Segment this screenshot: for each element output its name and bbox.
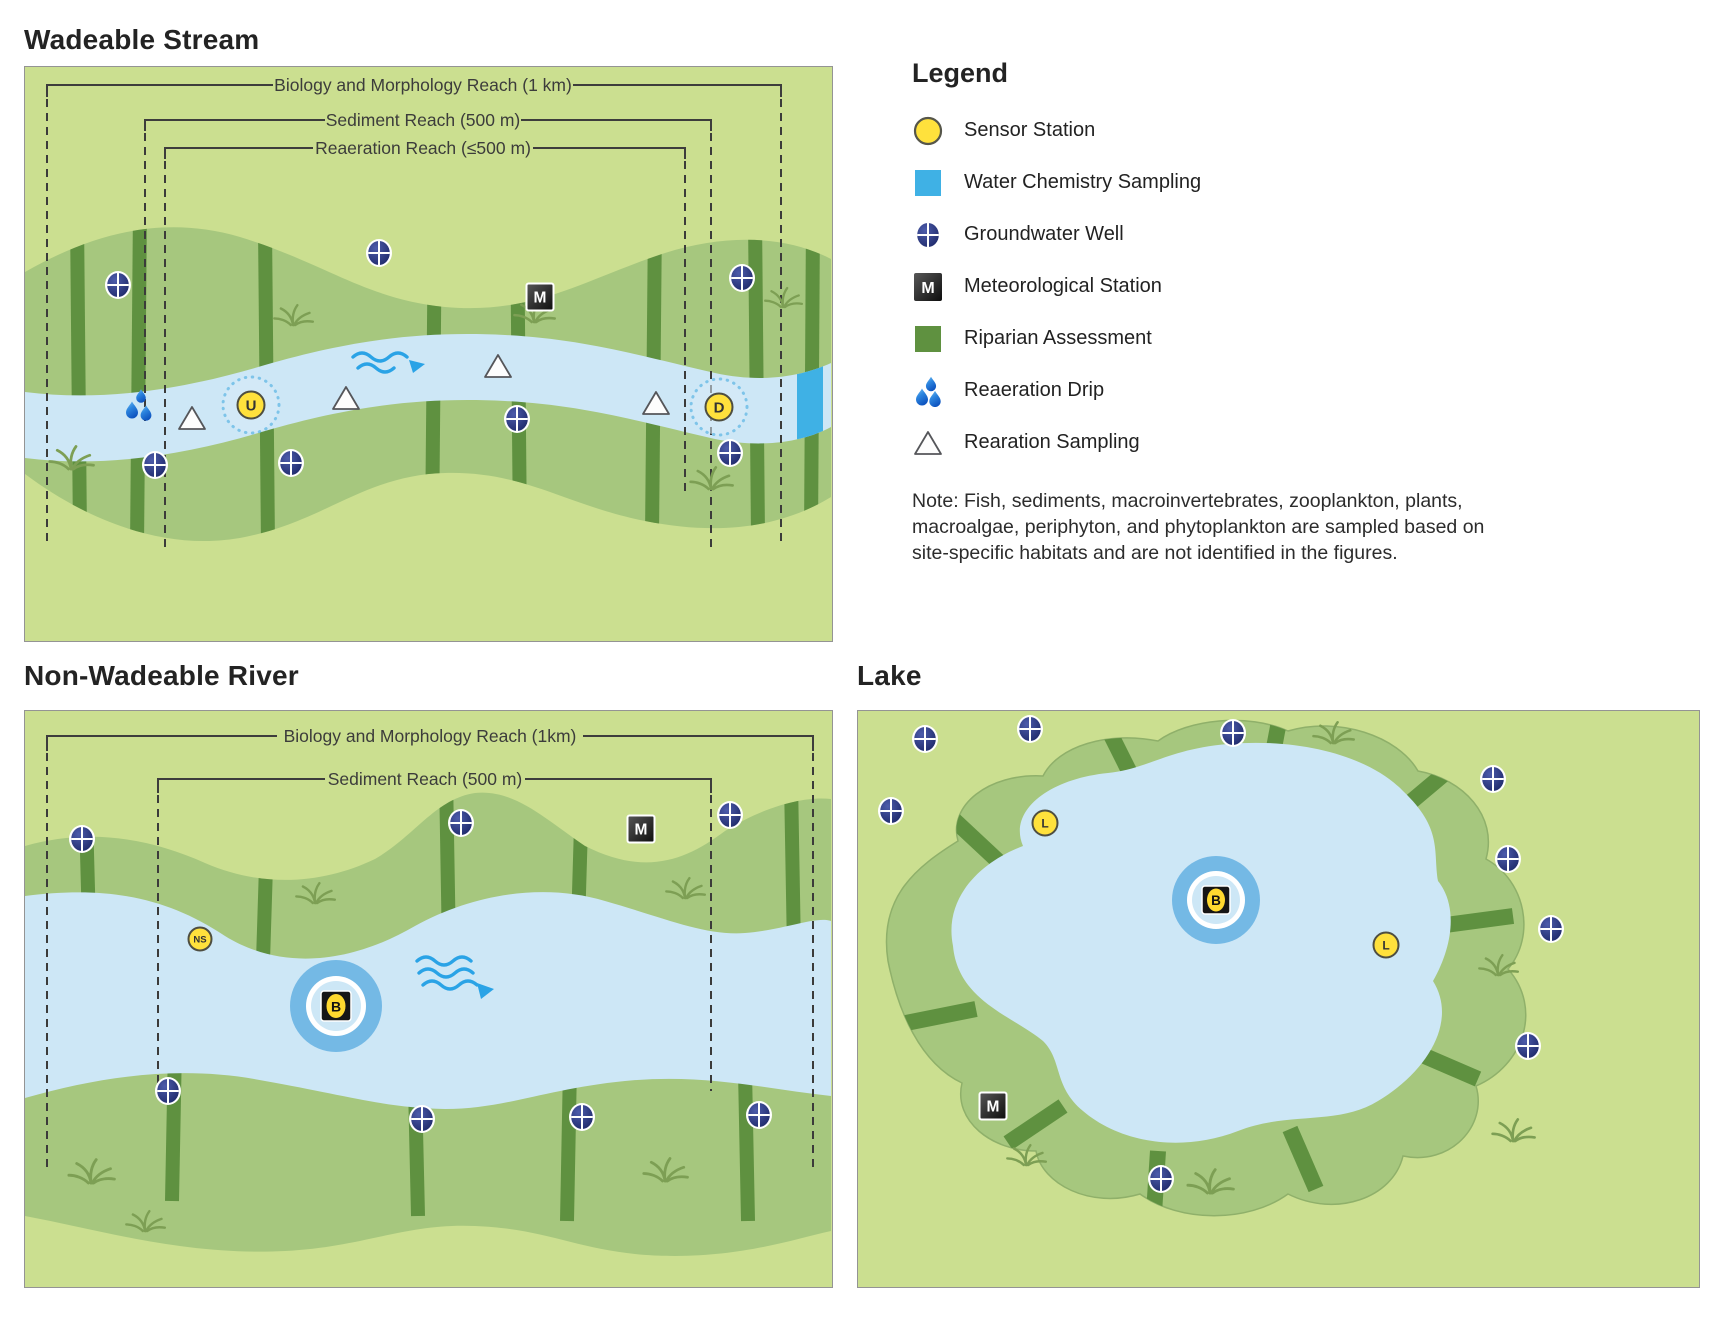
legend-item-water-chemistry: Water Chemistry Sampling (912, 167, 1512, 198)
groundwater-well-icon (728, 263, 756, 293)
met-station-icon: M (525, 282, 555, 312)
legend-item-label: Rearation Sampling (964, 431, 1140, 453)
svg-text:L: L (1041, 817, 1048, 831)
reach-label: Biology and Morphology Reach (1 km) (274, 75, 572, 95)
groundwater-well-icon (911, 724, 939, 754)
reach-bracket-biology: Biology and Morphology Reach (1km) (46, 725, 814, 751)
flow-direction-arrows (351, 351, 425, 374)
legend-item-label: Reaeration Drip (964, 379, 1105, 401)
legend-item-sensor-station: Sensor Station (912, 115, 1512, 146)
lake-panel-title: Lake (857, 660, 922, 691)
reach-boundary-lines (46, 99, 782, 547)
reach-bracket-sediment: Sediment Reach (500 m) (144, 109, 712, 131)
groundwater-well-icon (154, 1076, 182, 1106)
met-station-icon: M (912, 271, 944, 303)
legend-item-met-station: M Meteorological Station (912, 271, 1512, 302)
groundwater-well-icon (104, 270, 132, 300)
legend: Legend Sensor Station Water Chemistry Sa… (912, 58, 1512, 566)
reach-bracket-reaeration: Reaeration Reach (≤500 m) (164, 137, 686, 159)
sensor-station-icon (912, 115, 944, 147)
svg-text:M: M (987, 1099, 1000, 1116)
buoy-sensor-station: B (290, 960, 382, 1052)
met-station-icon: M (978, 1091, 1008, 1121)
reach-label: Sediment Reach (500 m) (328, 769, 523, 789)
svg-text:B: B (1211, 893, 1221, 908)
legend-note: Note: Fish, sediments, macroinvertebrate… (912, 490, 1485, 565)
legend-item-riparian-assessment: Riparian Assessment (912, 323, 1512, 354)
groundwater-well-icon (1016, 714, 1044, 744)
legend-item-label: Water Chemistry Sampling (964, 171, 1202, 193)
wadeable-stream-map: Biology and Morphology Reach (1 km) Sedi… (25, 67, 831, 640)
legend-item-rearation-sampling: Rearation Sampling (912, 427, 1512, 458)
legend-item-groundwater-well: Groundwater Well (912, 219, 1512, 250)
upstream-sensor-station: U (221, 375, 281, 435)
svg-text:L: L (1382, 939, 1389, 953)
groundwater-well-icon (1514, 1031, 1542, 1061)
reach-label: Biology and Morphology Reach (1km) (284, 726, 577, 746)
downstream-sensor-station: D (689, 377, 749, 437)
littoral-sensor-station: L (1372, 931, 1400, 959)
svg-text:M: M (534, 290, 547, 307)
svg-text:B: B (331, 999, 341, 1015)
buoy-sensor-station: B (1172, 856, 1260, 944)
groundwater-well-icon (365, 238, 393, 268)
groundwater-well-icon (1147, 1164, 1175, 1194)
reach-boundary-lines (46, 753, 814, 1171)
rearation-sampling-icon (912, 427, 944, 459)
groundwater-well-icon (1494, 844, 1522, 874)
legend-item-label: Riparian Assessment (964, 327, 1152, 349)
stream-panel-title: Wadeable Stream (24, 24, 260, 55)
legend-item-label: Meteorological Station (964, 275, 1162, 297)
non-wadeable-river-panel: Biology and Morphology Reach (1km) Sedim… (24, 710, 833, 1288)
svg-text:D: D (714, 400, 725, 417)
water-chemistry-icon (912, 167, 944, 199)
water-chemistry-band (797, 351, 823, 459)
riparian-assessment-icon (912, 323, 944, 355)
groundwater-well-icon (503, 404, 531, 434)
river-map: Biology and Morphology Reach (1km) Sedim… (25, 711, 831, 1286)
groundwater-well-icon (408, 1104, 436, 1134)
reaeration-drip-icon (912, 375, 944, 407)
groundwater-well-icon (447, 808, 475, 838)
groundwater-well-icon (877, 796, 905, 826)
svg-text:U: U (246, 398, 257, 415)
groundwater-well-icon (1537, 914, 1565, 944)
legend-item-reaeration-drip: Reaeration Drip (912, 375, 1512, 407)
groundwater-well-icon (1219, 718, 1247, 748)
reach-label: Sediment Reach (500 m) (326, 110, 521, 130)
reach-label: Reaeration Reach (≤500 m) (315, 138, 531, 158)
legend-item-label: Groundwater Well (964, 223, 1124, 245)
flow-direction-arrows (415, 955, 494, 999)
svg-text:M: M (635, 822, 648, 839)
groundwater-well-icon (568, 1102, 596, 1132)
wadeable-stream-panel: Biology and Morphology Reach (1 km) Sedi… (24, 66, 833, 642)
groundwater-well-icon (716, 438, 744, 468)
reach-bracket-biology: Biology and Morphology Reach (1 km) (46, 74, 782, 97)
lake-map: L L M B (858, 711, 1698, 1286)
groundwater-well-icon (68, 824, 96, 854)
reach-bracket-sediment: Sediment Reach (500 m) (157, 768, 712, 793)
svg-text:NS: NS (193, 935, 206, 946)
met-station-icon: M (626, 814, 656, 844)
legend-title: Legend (912, 58, 1009, 88)
littoral-sensor-station: L (1031, 809, 1059, 837)
nearshore-sensor-station: NS (187, 926, 213, 952)
lake-panel: L L M B (857, 710, 1700, 1288)
groundwater-well-icon (912, 219, 944, 251)
river-panel-title: Non-Wadeable River (24, 660, 299, 691)
groundwater-well-icon (745, 1100, 773, 1130)
groundwater-well-icon (277, 448, 305, 478)
groundwater-well-icon (141, 450, 169, 480)
groundwater-well-icon (1479, 764, 1507, 794)
groundwater-well-icon (716, 800, 744, 830)
svg-text:M: M (921, 280, 934, 297)
legend-item-label: Sensor Station (964, 119, 1096, 141)
